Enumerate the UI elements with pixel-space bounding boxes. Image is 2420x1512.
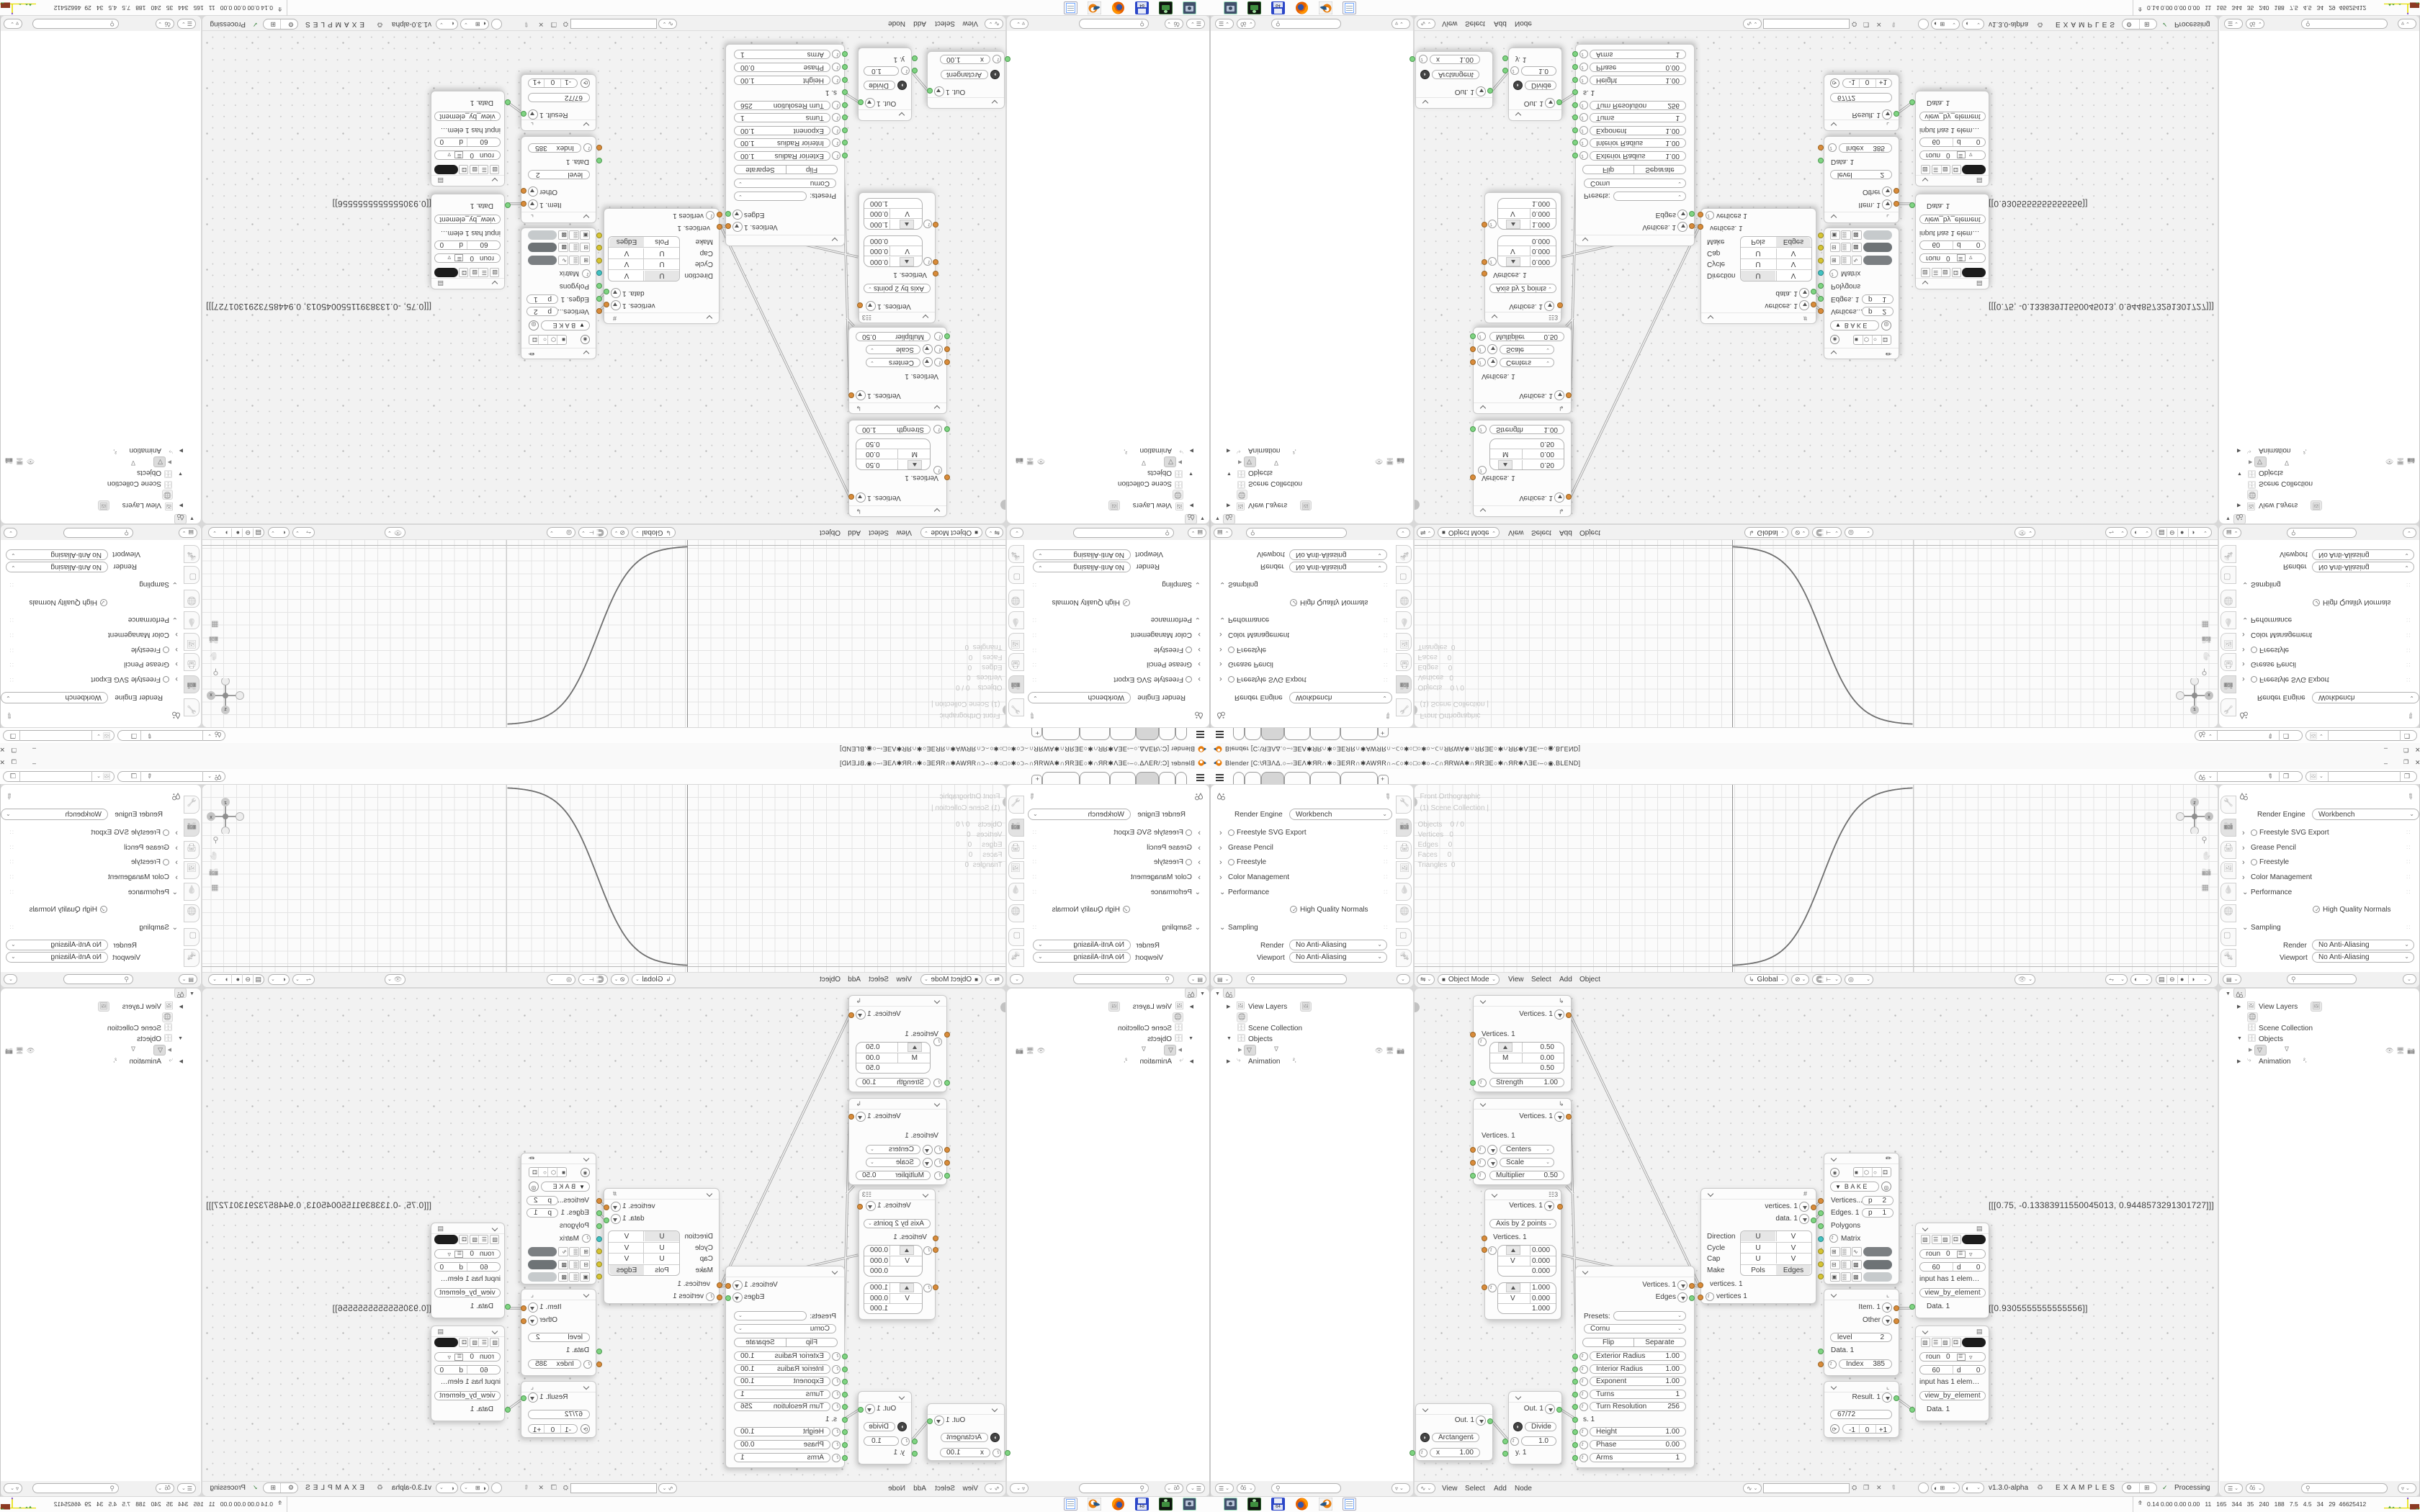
svg-text:z: z bbox=[2193, 706, 2196, 711]
svg-text:z: z bbox=[224, 706, 227, 711]
svg-text:x: x bbox=[2208, 815, 2210, 820]
svg-text:x: x bbox=[210, 692, 212, 697]
svg-text:x: x bbox=[2208, 692, 2210, 697]
svg-text:z: z bbox=[224, 801, 227, 806]
svg-text:x: x bbox=[210, 815, 212, 820]
svg-text:z: z bbox=[2193, 801, 2196, 806]
